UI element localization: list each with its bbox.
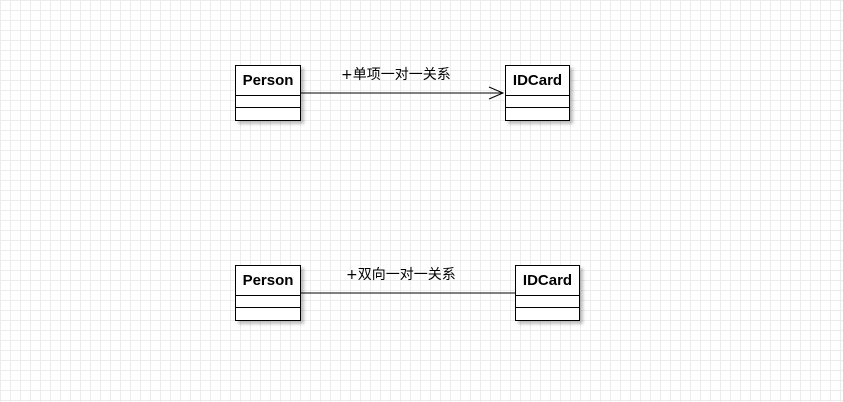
bi-idcard-class[interactable]: IDCard [515,265,580,321]
operations-section [516,308,579,319]
operations-section [236,108,300,119]
attributes-section [516,296,579,308]
operations-section [236,308,300,319]
open-arrowhead-icon [488,86,505,100]
bidirectional-relation-label: +双向一对一关系 [346,267,456,283]
class-name: Person [236,266,300,296]
attributes-section [236,96,300,108]
unidirectional-relation-label: +单项一对一关系 [341,67,451,83]
attributes-section [236,296,300,308]
operations-section [506,108,569,119]
class-name: IDCard [506,66,569,96]
uni-idcard-class[interactable]: IDCard [505,65,570,121]
class-name: IDCard [516,266,579,296]
bi-person-class[interactable]: Person [235,265,301,321]
attributes-section [506,96,569,108]
class-name: Person [236,66,300,96]
uni-person-class[interactable]: Person [235,65,301,121]
